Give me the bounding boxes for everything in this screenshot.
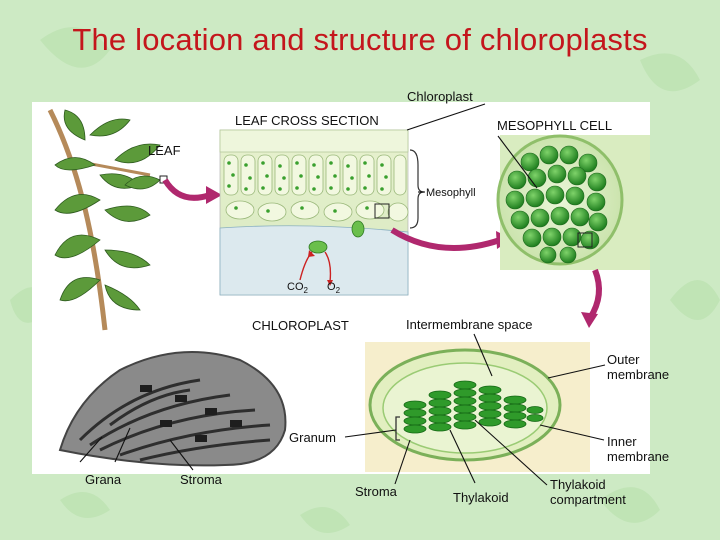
label-intermembrane-space: Intermembrane space bbox=[406, 317, 533, 332]
label-leaf-cross-section: LEAF CROSS SECTION bbox=[235, 113, 379, 128]
label-stroma-right: Stroma bbox=[355, 484, 397, 499]
mesophyll-bracket bbox=[409, 149, 425, 229]
page-title: The location and structure of chloroplas… bbox=[72, 22, 648, 57]
label-o2-subscript: 2 bbox=[335, 286, 341, 296]
label-thylakoid-compartment-line1: Thylakoid bbox=[550, 477, 606, 492]
label-granum: Granum bbox=[289, 430, 336, 445]
label-thylakoid: Thylakoid bbox=[453, 490, 509, 505]
pointer-lines bbox=[79, 103, 606, 486]
label-outer-membrane-line2: membrane bbox=[607, 367, 670, 382]
electron-micrograph-illustration bbox=[58, 351, 287, 467]
label-inner-membrane-line2: membrane bbox=[607, 449, 670, 464]
label-chloroplast: Chloroplast bbox=[407, 89, 473, 104]
label-leaf: LEAF bbox=[148, 143, 181, 158]
arrow-cell-to-chloroplast bbox=[587, 268, 602, 320]
label-o2: O2 bbox=[327, 280, 340, 298]
label-mesophyll: Mesophyll bbox=[426, 187, 476, 199]
label-thylakoid-compartment-line2: compartment bbox=[550, 492, 626, 507]
leaf-branch-illustration bbox=[47, 108, 168, 331]
leaf-cross-section-illustration bbox=[219, 129, 409, 296]
label-inner-membrane-line1: Inner bbox=[607, 434, 637, 449]
label-stroma-left: Stroma bbox=[180, 472, 222, 487]
label-grana: Grana bbox=[85, 472, 122, 487]
arrow-leaf-to-cross-section bbox=[162, 178, 211, 201]
chloroplast-3d-illustration bbox=[365, 342, 590, 472]
mesophyll-cell-illustration bbox=[496, 134, 650, 270]
label-chloroplast-caps: CHLOROPLAST bbox=[252, 318, 349, 333]
label-co2-text: CO bbox=[287, 281, 304, 293]
arrow-cross-section-to-cell bbox=[390, 227, 501, 251]
label-mesophyll-cell: MESOPHYLL CELL bbox=[497, 118, 613, 133]
label-o2-text: O bbox=[327, 281, 336, 293]
label-outer-membrane-line1: Outer bbox=[607, 352, 640, 367]
label-co2-subscript: 2 bbox=[303, 286, 308, 296]
label-co2: CO2 bbox=[287, 280, 308, 298]
